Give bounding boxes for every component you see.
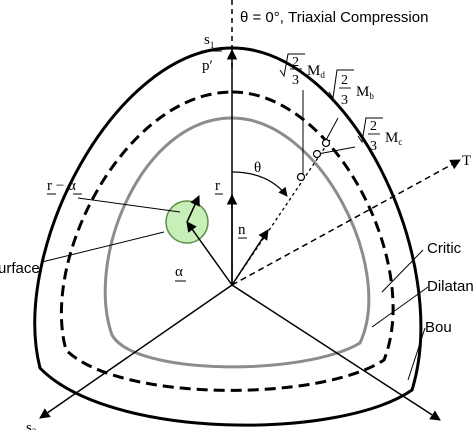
mc-text: Mc (385, 130, 402, 147)
triaxial-title: θ = 0°, Triaxial Compression (240, 9, 428, 26)
yield-surface-label: urface (0, 260, 40, 277)
critical-surface-label: Critic (427, 240, 462, 257)
mc-sqrt-icon (357, 117, 383, 144)
mc-label: 2 3 Mc (357, 117, 402, 154)
mb-num: 2 (341, 73, 348, 88)
md-label: 2 3 Md (279, 53, 325, 88)
leader-yield (41, 231, 165, 263)
mb-sqrt-icon (328, 69, 354, 100)
mb-point (321, 138, 331, 148)
s3-axis (39, 284, 233, 419)
dilatancy-surface (60, 90, 395, 392)
dilatancy-surface-label: Dilatan (427, 278, 474, 295)
s2-axis (231, 284, 441, 421)
md-num: 2 (292, 55, 299, 70)
alpha-vector (186, 221, 233, 286)
theta-arc (231, 171, 288, 197)
leader-dilatancy (371, 286, 429, 328)
s1-label: s1 (204, 32, 214, 50)
s3-label: s3 (26, 420, 37, 430)
n-vector (231, 229, 269, 286)
mb-label: 2 3 Mb (328, 69, 374, 108)
md-point (296, 172, 306, 182)
leader-bounding (407, 327, 426, 381)
theta-label: θ (254, 160, 261, 176)
leader-critical (381, 249, 424, 293)
mc-point (312, 149, 322, 159)
bounding-surface-label: Bou (425, 319, 452, 336)
leader-r-minus-alpha (77, 197, 181, 213)
md-sqrt-icon (279, 53, 305, 78)
mc-num: 2 (370, 119, 377, 134)
mb-text: Mb (356, 84, 374, 101)
md-den: 3 (292, 73, 299, 88)
r-minus-alpha-vector (186, 195, 200, 223)
mc-den: 3 (370, 139, 377, 154)
leader-mc (317, 146, 356, 155)
slope-ray (231, 139, 331, 286)
alpha-label: α (175, 264, 183, 280)
md-text: Md (307, 63, 325, 80)
r-label: r (215, 178, 220, 194)
mb-den: 3 (341, 93, 348, 108)
critical-surface (103, 116, 371, 369)
bounding-surface (33, 46, 423, 427)
n-label: n (238, 222, 246, 238)
leader-mb (324, 117, 339, 143)
t-axis (231, 159, 461, 286)
r-minus-alpha-label: r − α (47, 178, 76, 194)
t-axis-label: T (462, 153, 471, 169)
p-prime-label: p′ (202, 58, 213, 74)
